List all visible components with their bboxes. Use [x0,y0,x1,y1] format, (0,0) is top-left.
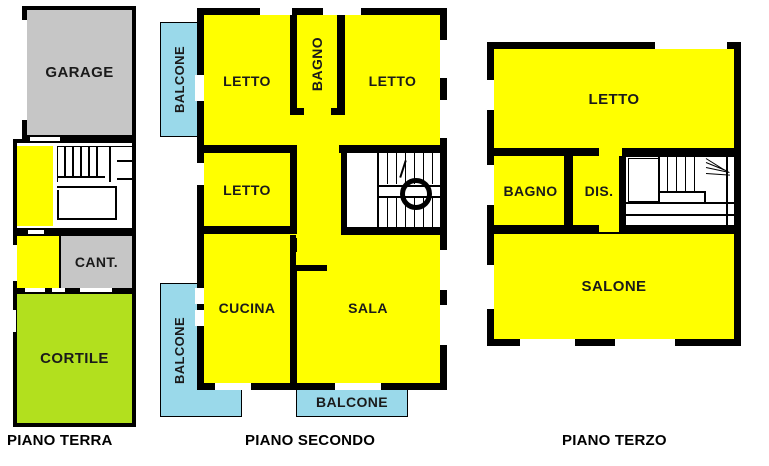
opening-terzo-w5 [615,339,675,346]
balcony-label-sud-ovest: BALCONE [172,316,188,384]
balcony-nord-ovest: BALCONE [160,22,199,137]
room-garage: GARAGE [27,10,132,135]
corridor-secondo-middle [290,150,342,235]
opening-secondo-w12 [440,305,447,345]
ground-landing-line-6 [117,178,132,180]
room-label-cantina: CANT. [74,254,119,270]
wall-letto3-bottom [204,226,297,234]
room-label-bagno: BAGNO [309,36,325,91]
balcony-sud: BALCONE [296,387,408,417]
room-label-letto-1: LETTO [223,73,271,89]
wall-corridor-right [341,150,347,235]
opening-secondo-w10 [440,100,447,138]
room-bagno: BAGNO [297,15,337,112]
opening-secondo-w8 [323,8,361,15]
room-letto-3: LETTO [204,152,290,228]
opening-terzo-w3 [487,265,494,309]
corridor-secondo-upper [290,112,345,150]
caption-piano-secondo: PIANO SECONDO [245,432,376,449]
room-vano-scala-1 [17,146,53,226]
room-label-cucina: CUCINA [218,299,276,316]
ground-door-opening-a [25,288,45,292]
room-label-letto-4: LETTO [588,90,640,108]
floor-piano-terra: GARAGE CANT. [0,0,150,449]
room-label-letto-3: LETTO [223,182,271,198]
room-vano-scala-2 [17,236,59,288]
room-label-letto-2: LETTO [368,73,417,89]
room-letto-1: LETTO [204,15,290,147]
room-label-cortile: CORTILE [40,350,109,367]
wall-terzo-stair-bottom [619,226,734,234]
room-label-sala: SALA [348,299,388,316]
wall-letto3-right [290,152,297,230]
room-label-disimpegno: DIS. [584,182,614,199]
ground-door-opening-e [30,137,60,141]
wall-stair-bottom [341,228,440,235]
ground-door-opening-c [80,288,112,292]
floor-piano-terzo: LETTO BAGNO DIS. SALONE [465,0,769,449]
terzo-stair-landing [628,158,659,202]
opening-secondo-w5 [215,383,251,390]
cantina-wall-opening-left [13,245,17,281]
garage-wall-opening [22,20,27,120]
wall-bagno-letto2 [337,15,345,115]
opening-secondo-w7 [260,8,292,15]
ground-landing-line-2 [57,190,59,220]
room-label-salone: SALONE [581,278,647,295]
wall-bagno-bottom-right [331,108,345,115]
opening-secondo-w11 [440,250,447,290]
room-letto-2: LETTO [345,15,440,147]
opening-terzo-w2 [487,165,494,205]
caption-piano-terra: PIANO TERRA [7,432,113,449]
secondo-stair-newel-icon [400,178,432,210]
wall-cucina-sala [290,265,297,383]
wall-letto1-letto3 [204,145,297,153]
ground-landing-line-5 [117,160,132,162]
room-bagno-2: BAGNO [494,156,567,225]
ground-stair-hatch [57,146,132,182]
opening-secondo-w6 [335,383,381,390]
room-salone: SALONE [494,234,734,339]
opening-secondo-w2 [195,163,204,185]
wall-letto1-bagno [290,15,297,115]
opening-terzo-w4 [520,339,575,346]
wall-cucina-sala-head [290,265,327,271]
room-disimpegno: DIS. [573,149,625,232]
balcony-sud-ovest: BALCONE [160,283,199,417]
room-sala: SALA [296,232,440,383]
cortile-wall-opening-left [13,310,16,332]
room-letto-4: LETTO [494,49,734,149]
floor-piano-secondo: BALCONE BALCONE BALCONE LETTO BAGNO LETT… [155,0,465,449]
ground-door-opening-b [52,288,65,292]
balcony-label-sud: BALCONE [315,394,389,410]
caption-piano-terzo: PIANO TERZO [562,432,667,449]
opening-terzo-w6 [655,42,727,49]
opening-secondo-w3 [195,288,204,304]
ground-door-opening-d [28,230,44,234]
wall-terzo-dis-right [619,156,626,232]
wall-terzo-letto-bottom-left [494,148,599,156]
room-cantina: CANT. [61,236,132,288]
opening-terzo-w1 [487,80,494,110]
balcony-sud-ovest-apron [197,387,242,417]
wall-bagno-bottom-left [290,108,304,115]
wall-letto2-stair [339,145,440,153]
opening-secondo-w9 [440,40,447,78]
opening-secondo-w4 [195,310,204,326]
ground-landing-line-3 [57,218,117,220]
room-label-garage: GARAGE [45,64,114,81]
room-cortile: CORTILE [17,294,132,423]
room-label-bagno-2: BAGNO [503,182,558,199]
ground-landing-line-4 [115,186,117,220]
room-cucina: CUCINA [204,232,290,383]
wall-terzo-bagno-bottom [494,225,599,233]
wall-terzo-letto-bottom-right [622,148,734,156]
ground-landing-line-1 [57,186,117,188]
wall-sala-stub [290,238,297,252]
wall-terzo-bagno-dis [564,156,570,225]
opening-secondo-w1 [195,75,204,101]
balcony-label-nord-ovest: BALCONE [172,45,188,114]
